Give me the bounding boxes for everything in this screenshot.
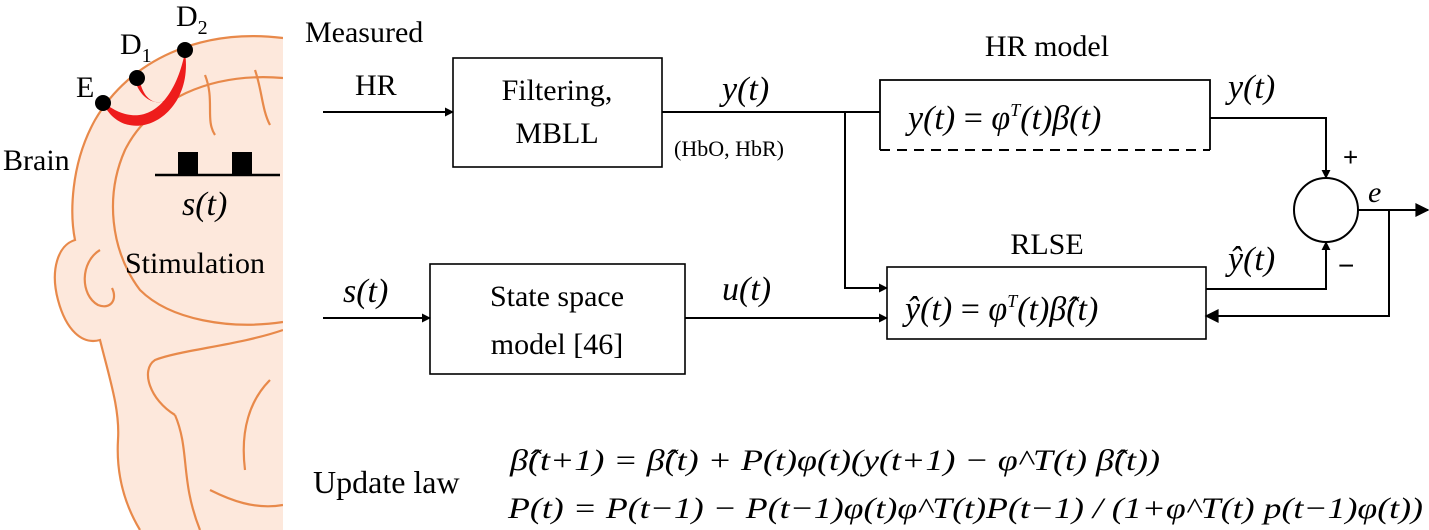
neck-line: [173, 414, 202, 530]
measured-label: Measured: [305, 16, 423, 49]
rlse-to-sum-line: [1206, 241, 1331, 290]
stimulus-pulse-2: [232, 152, 252, 175]
ear-outline: [83, 249, 116, 308]
stimulation-label: Stimulation: [125, 247, 265, 280]
hr-model-block: HR model y(t) = φT(t)β(t): [879, 30, 1211, 151]
emitter-optode-icon: [95, 95, 111, 111]
stimulus-pulse-1: [178, 152, 198, 175]
summing-junction: [1293, 177, 1359, 243]
head-fill: [54, 36, 283, 530]
y-output-label: y(t): [1225, 69, 1275, 106]
hr-model-to-sum-line: [1210, 117, 1331, 179]
filter-to-rlse-branch: [844, 112, 888, 293]
brain-outline: [111, 76, 283, 326]
optode-e-label: E: [76, 71, 94, 104]
state-space-model-block: State space model [46]: [429, 263, 686, 375]
mbll-label: MBLL: [515, 117, 598, 150]
yhat-output-label: ŷ(t): [1225, 241, 1275, 278]
detector-1-optode-icon: [129, 70, 145, 86]
jaw-line: [146, 328, 283, 416]
chin-line: [209, 489, 283, 508]
hr-model-equation: y(t) = φT(t)β(t): [905, 100, 1101, 137]
rlse-equation: ŷ(t) = φT(t)β̂(t): [902, 291, 1098, 328]
error-label: e: [1368, 176, 1381, 209]
hr-model-title: HR model: [985, 30, 1109, 63]
filtering-label: Filtering,: [502, 74, 613, 107]
detector-2-optode-icon: [177, 42, 193, 58]
u-signal-label: u(t): [722, 271, 771, 308]
minus-sign: −: [1338, 250, 1354, 281]
filtering-mbll-block: Filtering, MBLL: [452, 57, 663, 168]
optode-light-path: [103, 52, 186, 126]
rlse-title: RLSE: [1010, 228, 1083, 261]
optode-d2-label: D2: [176, 0, 208, 39]
hbo-hbr-label: (HbO, HbR): [674, 136, 784, 161]
optode-d1-label: D1: [120, 28, 152, 67]
stimulus-signal-label: s(t): [182, 186, 227, 223]
brain-label: Brain: [3, 144, 70, 177]
head-outline: [53, 35, 283, 530]
brain-fold-1: [253, 69, 271, 126]
cheek-line: [242, 379, 271, 471]
y-filter-label: y(t): [719, 71, 769, 108]
rlse-block: RLSE ŷ(t) = φT(t)β̂(t): [886, 228, 1207, 340]
error-feedback-line: [1204, 210, 1390, 323]
state-space-label: State space: [490, 280, 624, 313]
hr-input-label: HR: [355, 69, 397, 102]
update-law-beta-equation: β̂(t+1) = β̂(t) + P(t)φ(t)(y(t+1) − φ^T(…: [509, 444, 1160, 477]
brain-fold-2: [203, 74, 216, 136]
update-law-label: Update law: [313, 464, 460, 500]
update-law-p-equation: P(t) = P(t−1) − P(t−1)φ(t)φ^T(t)P(t−1) /…: [507, 492, 1423, 525]
head-illustration: E D1 D2 Brain s(t): [3, 0, 283, 530]
model-ref-label: model [46]: [491, 328, 623, 361]
plus-sign: +: [1343, 142, 1358, 172]
s-input-label: s(t): [343, 273, 388, 310]
